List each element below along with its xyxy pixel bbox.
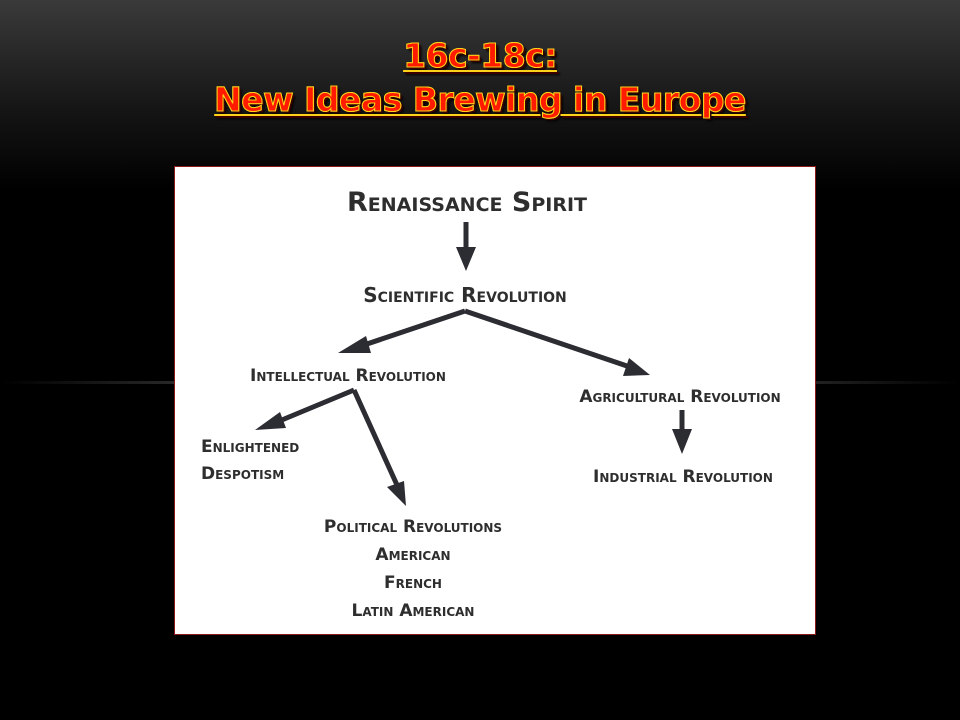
node-political-latin-american: Latin American [352,601,475,621]
flow-diagram: Renaissance Spirit Scientific Revolution… [201,187,781,621]
node-industrial-revolution: Industrial Revolution [593,467,773,487]
edge-intellectual-to-enlightened [255,387,355,430]
node-enlightened-despotism-line-1: Enlightened [201,437,299,457]
node-scientific-revolution: Scientific Revolution [363,283,567,307]
diagram-panel: Renaissance Spirit Scientific Revolution… [174,166,816,635]
edge-intellectual-to-political [351,388,406,506]
edge-scientific-to-intellectual [338,308,466,353]
node-agricultural-revolution: Agricultural Revolution [579,387,780,407]
node-enlightened-despotism-line-2: Despotism [201,464,284,484]
node-intellectual-revolution: Intellectual Revolution [250,366,446,386]
node-renaissance-spirit: Renaissance Spirit [347,187,587,218]
edge-renaissance-to-scientific [456,222,476,271]
slide-title-line-2: New Ideas Brewing in Europe [214,80,747,120]
node-political-american: American [375,545,450,565]
slide-title-line-1: 16c-18c: [403,36,558,76]
edge-agricultural-to-industrial [672,410,692,454]
edge-scientific-to-agricultural [464,308,650,376]
slide-title: 16c-18c: New Ideas Brewing in Europe [0,34,960,122]
node-political-french: French [384,573,442,593]
node-political-revolutions: Political Revolutions [324,517,502,537]
